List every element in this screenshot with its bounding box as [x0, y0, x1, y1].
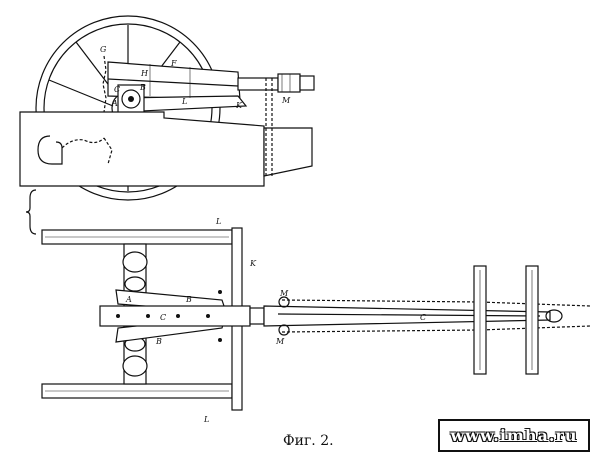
label-top-l-bottom: L: [203, 415, 209, 424]
label-top-k: K: [249, 259, 257, 268]
top-view: L K A B C B M M C L: [41, 217, 591, 424]
label-top-c-right: C: [420, 313, 426, 322]
label-side-l: L: [181, 97, 187, 106]
label-side-b: B: [139, 83, 146, 92]
label-side-m: M: [281, 96, 291, 105]
brace: [25, 189, 37, 235]
label-top-l-top: L: [215, 217, 221, 226]
top-wheel-lower: [41, 383, 233, 399]
label-top-b-top: B: [185, 295, 192, 304]
label-side-k: K: [235, 101, 243, 110]
side-body-block: [19, 78, 313, 187]
label-top-m-top: M: [279, 289, 289, 298]
side-view: G H F B C L K M A: [19, 15, 315, 201]
label-top-b-bottom: B: [155, 337, 162, 346]
label-side-f: F: [170, 59, 177, 68]
label-side-c: C: [114, 85, 120, 94]
label-side-g: G: [100, 45, 107, 54]
top-wheel-upper: [41, 229, 233, 245]
label-top-a: A: [125, 295, 132, 304]
label-top-c-left: C: [160, 313, 166, 322]
label-side-h: H: [140, 69, 149, 78]
watermark-box: www.imha.ru: [438, 419, 590, 452]
figure-caption: Фиг. 2.: [283, 433, 334, 449]
top-pole: [263, 296, 591, 336]
top-frame: [99, 289, 265, 343]
watermark-text: www.imha.ru: [450, 426, 578, 445]
top-cross-logs: [473, 265, 563, 375]
label-top-m-bottom: M: [275, 337, 285, 346]
label-side-a: A: [111, 99, 118, 108]
